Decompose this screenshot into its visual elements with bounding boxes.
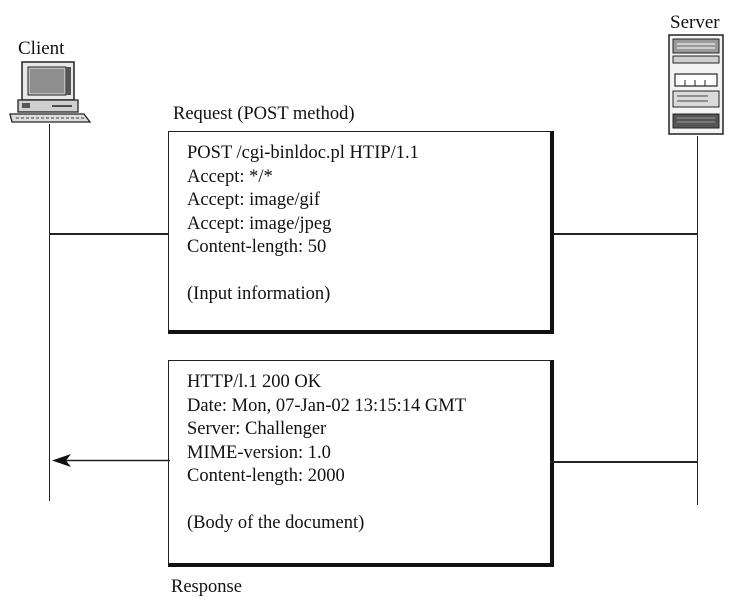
response-line-3: Server: Challenger bbox=[187, 419, 327, 439]
request-line-4: Accept: image/jpeg bbox=[187, 213, 332, 234]
request-line-1: POST /cgi-binldoc.pl HTIP/1.1 bbox=[187, 143, 419, 163]
request-caption: Request (POST method) bbox=[173, 104, 355, 124]
response-arrow bbox=[52, 454, 170, 467]
request-line-7: (Input information) bbox=[187, 284, 331, 304]
response-connector-server bbox=[550, 461, 698, 463]
request-line-6 bbox=[187, 260, 550, 284]
server-timeline bbox=[697, 136, 698, 505]
client-computer-icon bbox=[9, 61, 92, 123]
request-line-5: Content-length: 50 bbox=[187, 237, 327, 257]
response-line-5: Content-length: 2000 bbox=[187, 466, 345, 486]
response-message-box: HTTP/l.1 200 OK Date: Mon, 07-Jan-02 13:… bbox=[168, 360, 554, 567]
response-line-2: Date: Mon, 07-Jan-02 13:15:14 GMT bbox=[187, 395, 467, 416]
server-label: Server bbox=[670, 12, 720, 33]
response-caption: Response bbox=[171, 577, 242, 597]
response-line-7: (Body of the document) bbox=[187, 513, 365, 533]
client-label: Client bbox=[18, 38, 65, 59]
response-line-4: MIME-version: 1.0 bbox=[187, 442, 331, 463]
client-timeline bbox=[49, 124, 50, 501]
request-connector-client bbox=[49, 233, 169, 235]
response-line-1: HTTP/l.1 200 OK bbox=[187, 372, 322, 392]
request-message-box: POST /cgi-binldoc.pl HTIP/1.1 Accept: */… bbox=[168, 131, 554, 334]
request-line-3: Accept: image/gif bbox=[187, 190, 321, 210]
request-line-2: Accept: */* bbox=[187, 166, 273, 187]
request-connector-server bbox=[550, 233, 698, 235]
server-icon bbox=[668, 34, 724, 135]
response-line-6 bbox=[187, 489, 550, 513]
